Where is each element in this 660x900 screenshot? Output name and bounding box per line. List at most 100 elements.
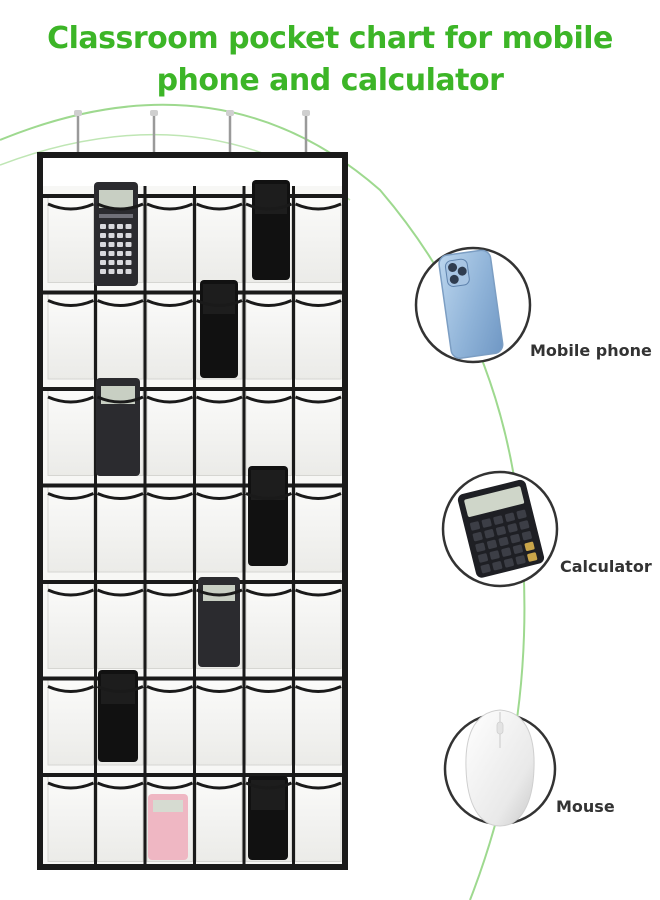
pocket-lip — [294, 299, 342, 307]
calculator-key — [501, 547, 512, 557]
calculator-key — [507, 523, 518, 533]
pocket-lip — [146, 492, 194, 500]
calculator-key — [117, 224, 123, 229]
mouse-icon — [465, 709, 535, 827]
pocket-lip — [245, 395, 293, 404]
pocket-lip — [96, 588, 144, 597]
calculator-key — [504, 512, 515, 522]
pocket-lip — [195, 395, 243, 404]
calculator-key — [108, 233, 115, 238]
stored-calculator-pink — [148, 794, 188, 860]
calculator-key — [480, 563, 491, 574]
pocket-lip — [294, 492, 342, 500]
pocket — [146, 388, 193, 476]
calculator-key — [108, 251, 115, 256]
calculator-key — [125, 224, 132, 229]
pocket-lip — [294, 395, 342, 404]
stored-phone-1 — [252, 180, 290, 280]
mouse-circle — [443, 709, 557, 827]
pocket-lip — [195, 299, 243, 307]
calculator-key — [484, 529, 495, 539]
pocket-lip — [96, 492, 144, 500]
calculator-key — [125, 251, 132, 256]
calculator-key — [489, 550, 500, 560]
calculator-key — [125, 242, 132, 247]
pocket-lip — [47, 202, 95, 211]
pocket-lip — [146, 395, 194, 404]
pocket-lip — [294, 781, 342, 790]
pocket-lip — [146, 202, 194, 211]
calculator-key — [108, 260, 115, 265]
calculator-key — [108, 242, 115, 247]
pocket-lip — [245, 685, 293, 693]
mobile-phone-label: Mobile phone — [530, 341, 652, 360]
calculator-key — [117, 269, 123, 274]
page-title-line-1: Classroom pocket chart for mobile — [47, 21, 613, 56]
pocket-lip — [195, 202, 243, 211]
calculator-key — [510, 533, 521, 544]
pocket-lip — [47, 492, 95, 500]
pocket-lip — [47, 685, 95, 693]
pocket-lip — [96, 685, 144, 693]
calculator-key — [100, 260, 106, 265]
pocket-lip — [294, 588, 342, 597]
calculator-key — [108, 269, 115, 274]
pocket-lip — [245, 588, 293, 597]
calculator-key — [486, 539, 498, 550]
page-title: Classroom pocket chart for mobile phone … — [0, 18, 660, 102]
calculator-key — [108, 224, 115, 229]
calculator-key — [512, 544, 523, 554]
stored-phone-4 — [98, 670, 138, 762]
calculator-key — [472, 531, 483, 542]
calculator-key — [492, 561, 503, 571]
mobile-phone-circle — [414, 246, 532, 364]
pocket-lip — [47, 781, 95, 790]
pocket-lip — [47, 395, 95, 404]
calculator-key — [117, 251, 123, 256]
calculator-key — [117, 242, 123, 247]
pocket-lip — [146, 781, 194, 790]
calculator-key — [493, 515, 504, 525]
stored-calculator-2 — [96, 378, 140, 476]
calculator-circle — [441, 470, 559, 588]
mouse-label: Mouse — [556, 797, 615, 816]
calculator-key — [527, 552, 538, 562]
stored-phone-3 — [248, 466, 288, 566]
calculator-key — [100, 233, 106, 238]
calculator-icon — [457, 479, 545, 578]
stored-calculator-3 — [198, 577, 240, 667]
pocket-lip — [245, 299, 293, 307]
calculator-key — [477, 553, 489, 563]
pocket-lip — [195, 685, 243, 693]
calculator-label: Calculator — [560, 557, 652, 576]
pocket-lip — [195, 588, 243, 597]
pocket-lip — [146, 299, 194, 307]
calculator-key — [125, 269, 132, 274]
pocket-lip — [195, 781, 243, 790]
calculator-key — [515, 555, 526, 565]
pocket-lip — [146, 588, 194, 597]
stored-phone-2 — [200, 280, 238, 378]
calculator-key — [498, 536, 509, 547]
calculator-key — [475, 542, 486, 552]
calculator-key — [503, 558, 514, 568]
pocket-lip — [245, 202, 293, 211]
pocket-lip — [146, 685, 194, 693]
pocket-lip — [96, 395, 144, 404]
pocket-lip — [47, 588, 95, 597]
pocket-lip — [294, 685, 342, 693]
stored-phone-5 — [248, 776, 288, 860]
calculator-key — [100, 224, 106, 229]
calculator-key — [100, 251, 106, 256]
calculator-key — [125, 260, 132, 265]
pocket-lip — [294, 202, 342, 211]
pocket-lip — [96, 299, 144, 307]
stored-calculator-1 — [94, 182, 138, 286]
pocket-lip — [47, 299, 95, 307]
calculator-key — [125, 233, 132, 238]
calculator-key — [117, 260, 123, 265]
calculator-key — [516, 509, 527, 519]
calculator-key — [495, 526, 506, 536]
calculator-key — [100, 269, 106, 274]
